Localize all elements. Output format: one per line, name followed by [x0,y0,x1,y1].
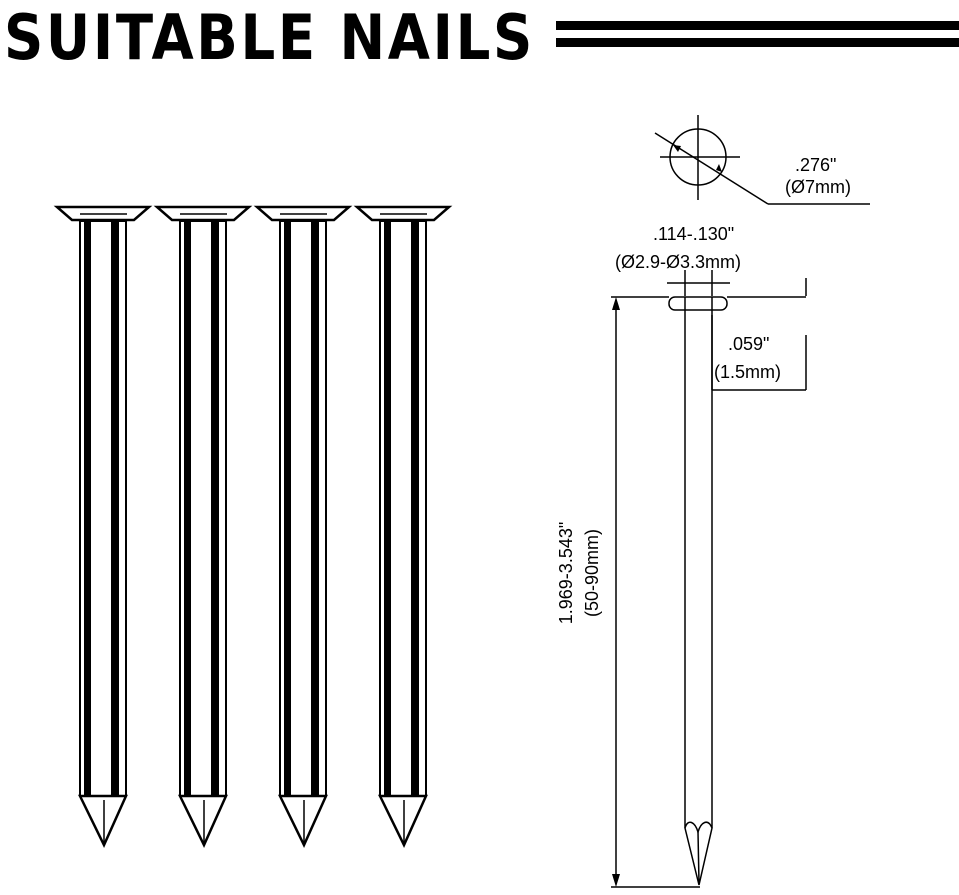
head-thickness-mm: (1.5mm) [714,362,781,382]
head-thickness-inch: .059" [728,334,769,354]
title-rule-bottom [556,38,959,47]
shank-diameter-inch: .114-.130" [653,224,734,244]
length-mm: (50-90mm) [582,529,602,617]
shank-diameter-mm: (Ø2.9-Ø3.3mm) [615,252,741,272]
length-arrow-top [612,297,620,310]
nail-4 [353,205,453,848]
nail-2 [153,205,253,848]
length-inch: 1.969-3.543" [556,522,576,624]
title-rule-top [556,21,959,30]
length-arrow-bottom [612,874,620,887]
head-top-view [654,115,870,205]
nail-1 [53,205,153,848]
side-view-nail [611,270,807,888]
head-diameter-mm: (Ø7mm) [785,177,851,197]
page-title: SUITABLE NAILS [4,1,535,74]
head-diameter-inch: .276" [795,155,836,175]
nail-3 [253,205,353,848]
